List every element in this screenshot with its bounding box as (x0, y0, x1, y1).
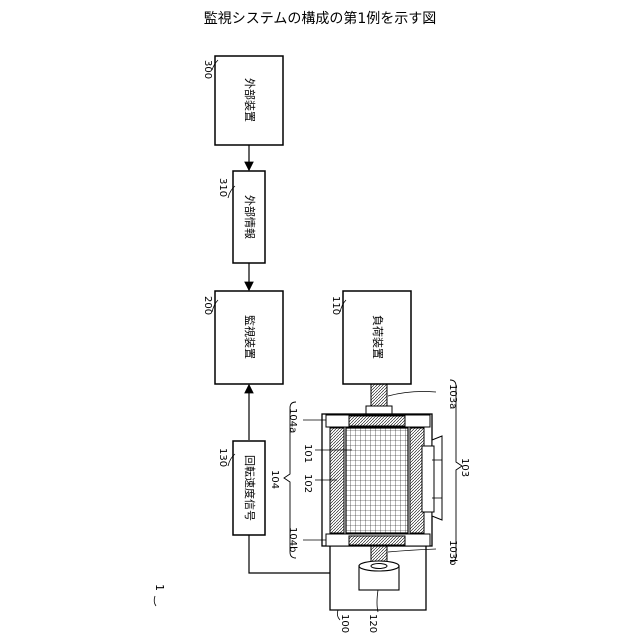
monitoring-device-label: 監視装置 (243, 315, 257, 359)
upper-shaft (366, 384, 392, 414)
terminal-box (422, 436, 442, 520)
ref-120: 120 (367, 614, 378, 633)
ref-102: 102 (302, 474, 313, 493)
ref-104: 104 (269, 470, 280, 489)
leader-figure-ref (154, 596, 156, 606)
figure-ref: 1 (153, 584, 166, 591)
ref-104b: 104b (287, 527, 298, 552)
ref-110: 110 (330, 296, 341, 315)
sensor-120 (359, 561, 399, 590)
ref-300: 300 (202, 60, 213, 79)
rotation-signal-label: 回転速度信号 (243, 455, 257, 521)
ref-310: 310 (217, 178, 228, 197)
load-device-block: 負荷装置 (343, 291, 411, 384)
external-device-block: 外部装置 (215, 56, 283, 145)
motor-body (322, 414, 432, 546)
load-device-label: 負荷装置 (371, 315, 384, 359)
external-device-label: 外部装置 (243, 78, 257, 122)
leader-103a (388, 392, 436, 397)
ref-200: 200 (202, 296, 213, 315)
external-info-block: 外部情報 (233, 171, 265, 263)
ref-101: 101 (302, 444, 313, 463)
monitoring-device-block: 監視装置 (215, 291, 283, 384)
leader-103b (388, 549, 436, 552)
ref-103a: 103a (447, 384, 458, 409)
ref-104a: 104a (287, 408, 298, 433)
leader-120 (377, 590, 378, 612)
rotation-signal-block: 回転速度信号 (233, 441, 265, 535)
ref-103b: 103b (447, 540, 458, 565)
external-info-label: 外部情報 (243, 195, 257, 239)
ref-130: 130 (217, 448, 228, 467)
ref-100: 100 (339, 614, 350, 633)
ref-103: 103 (459, 458, 470, 477)
